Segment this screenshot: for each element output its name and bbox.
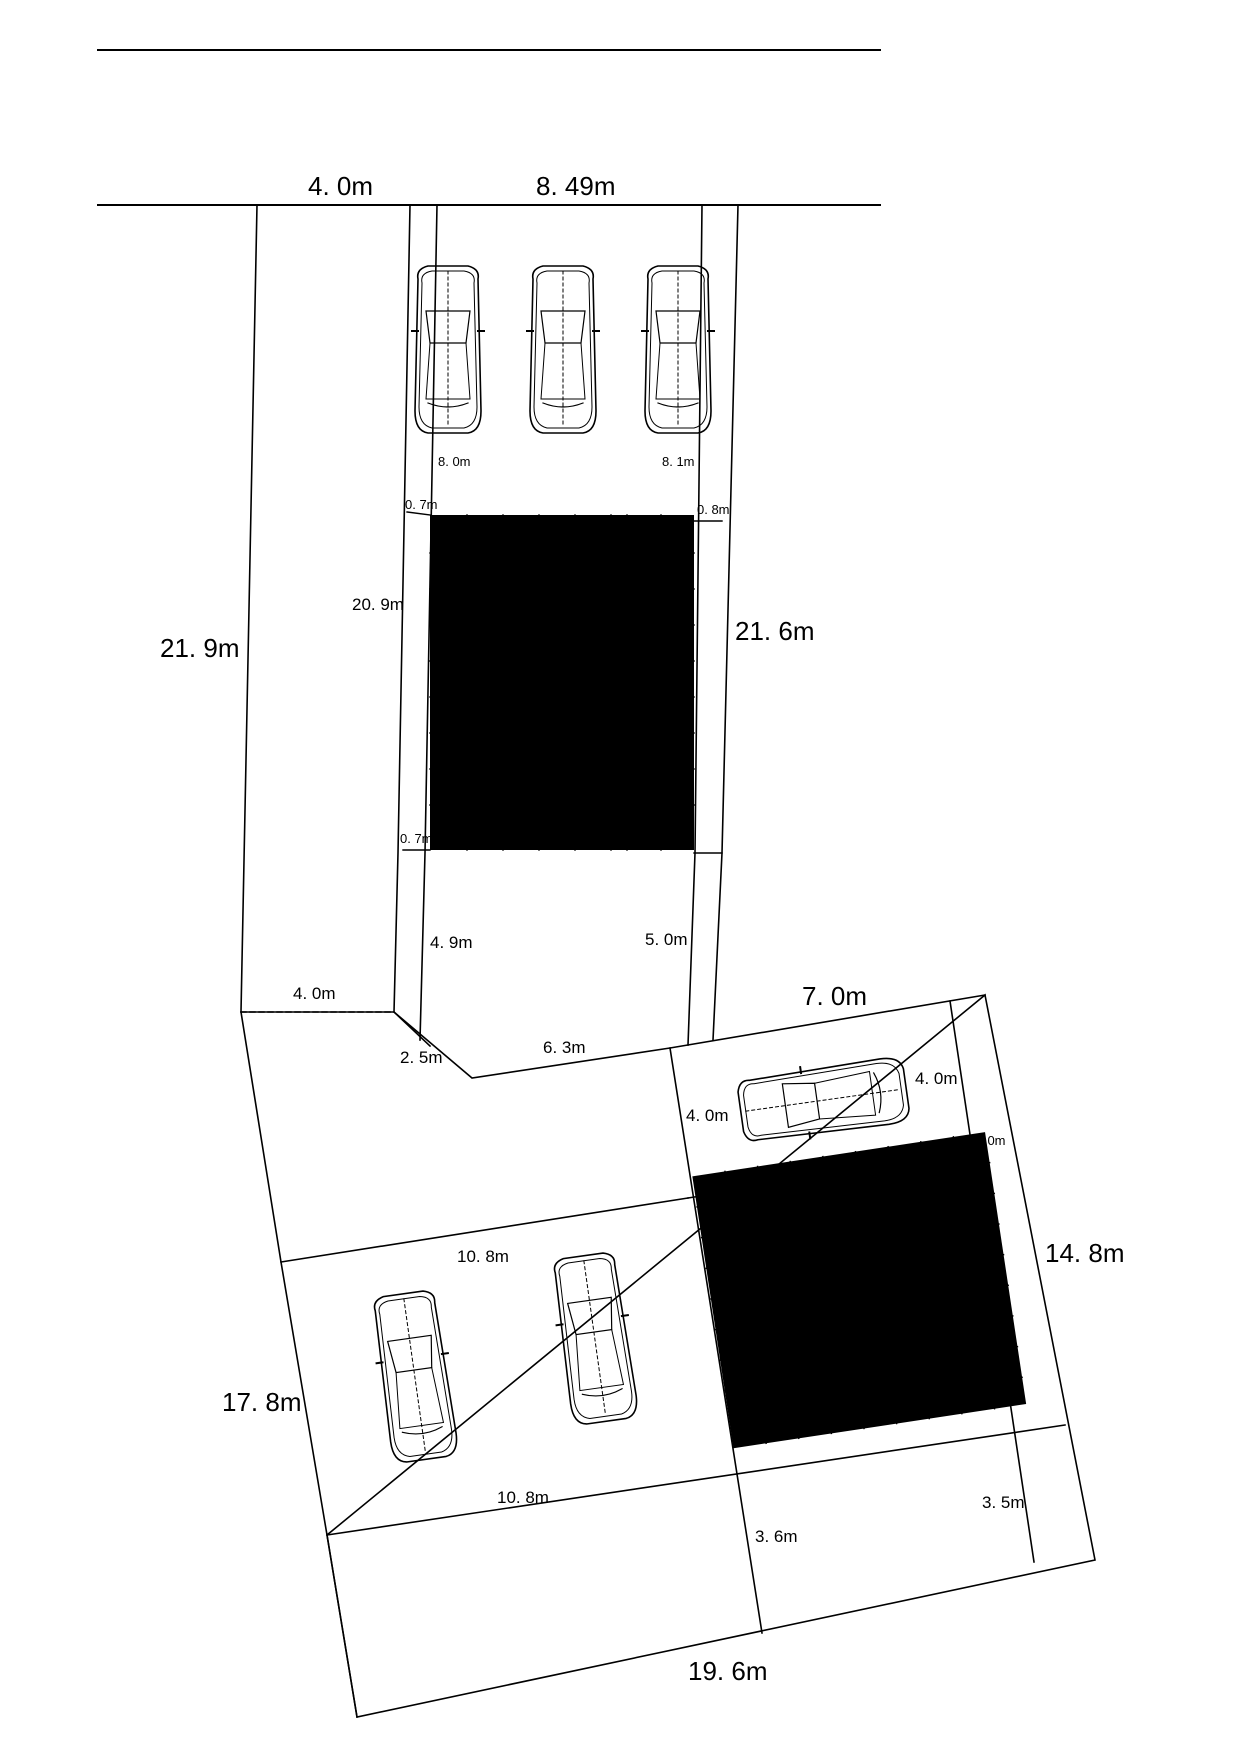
label-car-bay-w: 4. 0m xyxy=(915,1069,958,1088)
label-park-left: 8. 0m xyxy=(438,454,471,469)
road-lines xyxy=(97,49,881,206)
car-4 xyxy=(734,1051,913,1149)
label-car-bay-h: 4. 0m xyxy=(686,1106,729,1125)
label-lower-left: 4. 9m xyxy=(430,933,473,952)
label-left-side: 17. 8m xyxy=(222,1387,302,1417)
label-gap-top-right: 0. 8m xyxy=(697,502,730,517)
label-diag-long: 6. 3m xyxy=(543,1038,586,1057)
label-bottom-right: 3. 5m xyxy=(982,1493,1025,1512)
label-lower-right: 5. 0m xyxy=(645,930,688,949)
label-top-right-width: 8. 49m xyxy=(536,171,616,201)
label-gap-bottom-left: 0. 7m xyxy=(400,831,433,846)
label-strip: 1. 0m xyxy=(973,1133,1006,1148)
label-diag-short: 2. 5m xyxy=(400,1048,443,1067)
car-2 xyxy=(526,265,600,434)
car-6 xyxy=(546,1249,644,1428)
label-top-left-width: 4. 0m xyxy=(308,171,373,201)
site-outline xyxy=(240,204,1096,1718)
label-bottom: 19. 6m xyxy=(688,1656,768,1686)
label-left-outer: 21. 9m xyxy=(160,633,240,663)
label-notch-width: 4. 0m xyxy=(293,984,336,1003)
label-mid-lower: 10. 8m xyxy=(497,1488,549,1507)
label-right-side: 14. 8m xyxy=(1045,1238,1125,1268)
label-mid-upper: 10. 8m xyxy=(457,1247,509,1266)
car-5 xyxy=(366,1287,464,1466)
car-3 xyxy=(641,265,715,434)
upper-tile-grid xyxy=(402,511,723,854)
label-inner-left: 20. 9m xyxy=(352,595,404,614)
dimension-labels: 4. 0m 8. 49m 21. 9m 21. 6m 20. 9m 8. 0m … xyxy=(160,171,1125,1686)
car-1 xyxy=(411,265,485,434)
label-bottom-mid: 3. 6m xyxy=(755,1527,798,1546)
label-right-outer: 21. 6m xyxy=(735,616,815,646)
label-gap-top-left: 0. 7m xyxy=(405,497,438,512)
label-right-top: 7. 0m xyxy=(802,981,867,1011)
lower-tile-grid xyxy=(692,1132,1027,1449)
label-park-right: 8. 1m xyxy=(662,454,695,469)
